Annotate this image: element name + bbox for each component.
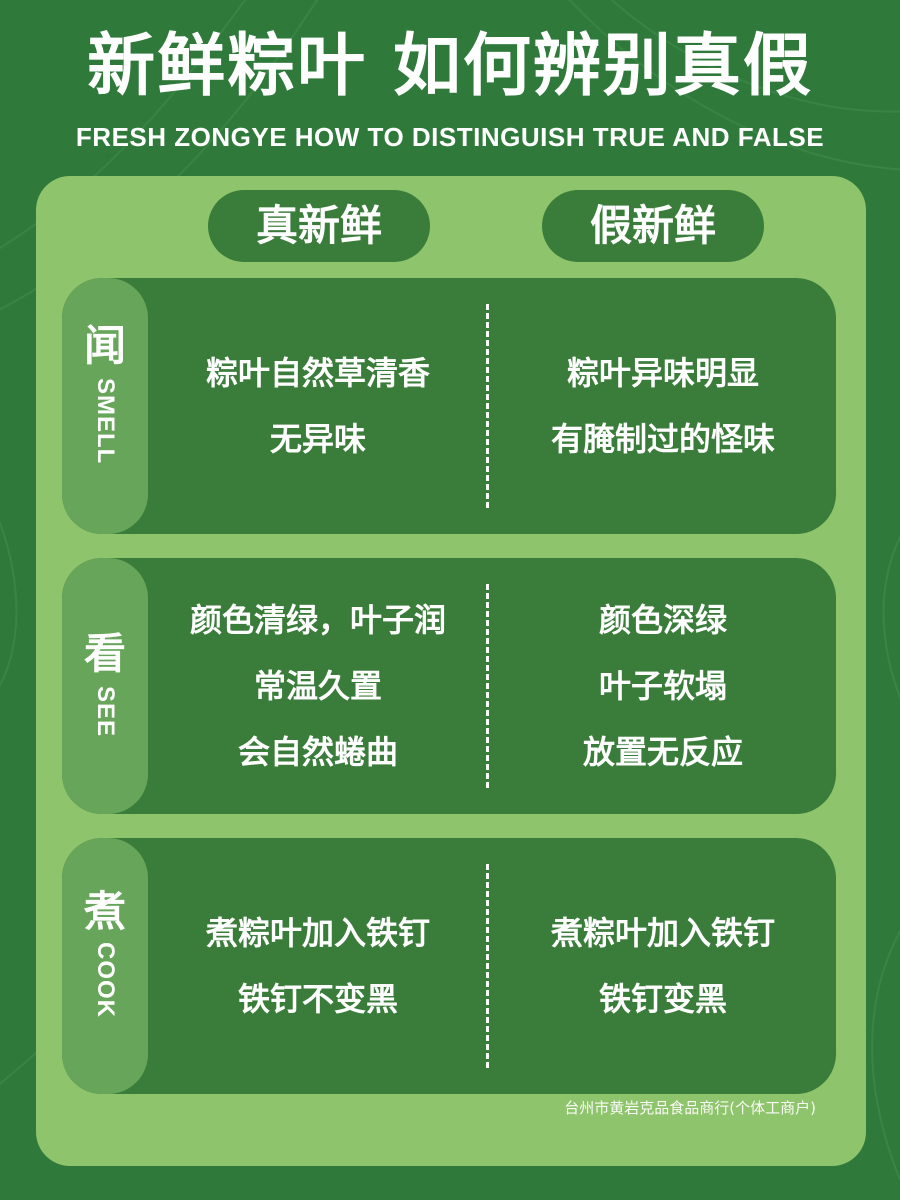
cook-label-cn: 煮 — [83, 887, 126, 936]
see-label-en: SEE — [92, 686, 119, 738]
smell-false-text: 粽叶异味明显 有腌制过的怪味 — [498, 278, 828, 534]
see-true-line: 颜色清绿，叶子润 — [189, 601, 446, 639]
page-subtitle: FRESH ZONGYE HOW TO DISTINGUISH TRUE AND… — [75, 122, 825, 152]
smell-row: 闻 SMELL 粽叶自然草清香 无异味 粽叶异味明显 有腌制过的怪味 — [62, 278, 836, 534]
comparison-panel: 真新鲜 假新鲜 闻 SMELL 粽叶自然草清香 无异味 粽叶异味明显 有腌制过的… — [36, 176, 866, 1166]
smell-label-tab: 闻 SMELL — [62, 278, 148, 534]
see-false-text: 颜色深绿 叶子软塌 放置无反应 — [498, 558, 828, 814]
see-true-text: 颜色清绿，叶子润 常温久置 会自然蜷曲 — [158, 558, 478, 814]
cook-false-line: 铁钉变黑 — [598, 980, 727, 1018]
dashed-divider — [486, 304, 489, 508]
cook-label-en: COOK — [92, 942, 119, 1018]
cook-false-line: 煮粽叶加入铁钉 — [550, 914, 775, 952]
cook-label-tab: 煮 COOK — [62, 838, 148, 1094]
see-true-line: 会自然蜷曲 — [237, 733, 398, 771]
smell-true-text: 粽叶自然草清香 无异味 — [158, 278, 478, 534]
smell-false-line: 粽叶异味明显 — [566, 354, 759, 392]
see-true-line: 常温久置 — [253, 667, 382, 705]
cook-true-line: 煮粽叶加入铁钉 — [205, 914, 430, 952]
company-footer: 台州市黄岩克品食品商行(个体工商户) — [564, 1099, 816, 1117]
smell-label-cn: 闻 — [83, 321, 126, 370]
see-false-line: 颜色深绿 — [598, 601, 727, 639]
smell-true-line: 粽叶自然草清香 — [205, 354, 430, 392]
true-fresh-header: 真新鲜 — [208, 190, 430, 262]
see-row: 看 SEE 颜色清绿，叶子润 常温久置 会自然蜷曲 颜色深绿 叶子软塌 放置无反… — [62, 558, 836, 814]
smell-label-en: SMELL — [92, 378, 119, 465]
see-false-line: 叶子软塌 — [598, 667, 727, 705]
page-title: 新鲜粽叶 如何辨别真假 — [87, 27, 813, 106]
see-label-tab: 看 SEE — [62, 558, 148, 814]
dashed-divider — [486, 864, 489, 1068]
see-false-line: 放置无反应 — [582, 733, 743, 771]
cook-row: 煮 COOK 煮粽叶加入铁钉 铁钉不变黑 煮粽叶加入铁钉 铁钉变黑 — [62, 838, 836, 1094]
cook-true-line: 铁钉不变黑 — [237, 980, 398, 1018]
cook-false-text: 煮粽叶加入铁钉 铁钉变黑 — [498, 838, 828, 1094]
cook-true-text: 煮粽叶加入铁钉 铁钉不变黑 — [158, 838, 478, 1094]
dashed-divider — [486, 584, 489, 788]
smell-false-line: 有腌制过的怪味 — [550, 420, 775, 458]
smell-true-line: 无异味 — [269, 420, 366, 458]
see-label-cn: 看 — [83, 629, 126, 678]
fake-fresh-header: 假新鲜 — [542, 190, 764, 262]
